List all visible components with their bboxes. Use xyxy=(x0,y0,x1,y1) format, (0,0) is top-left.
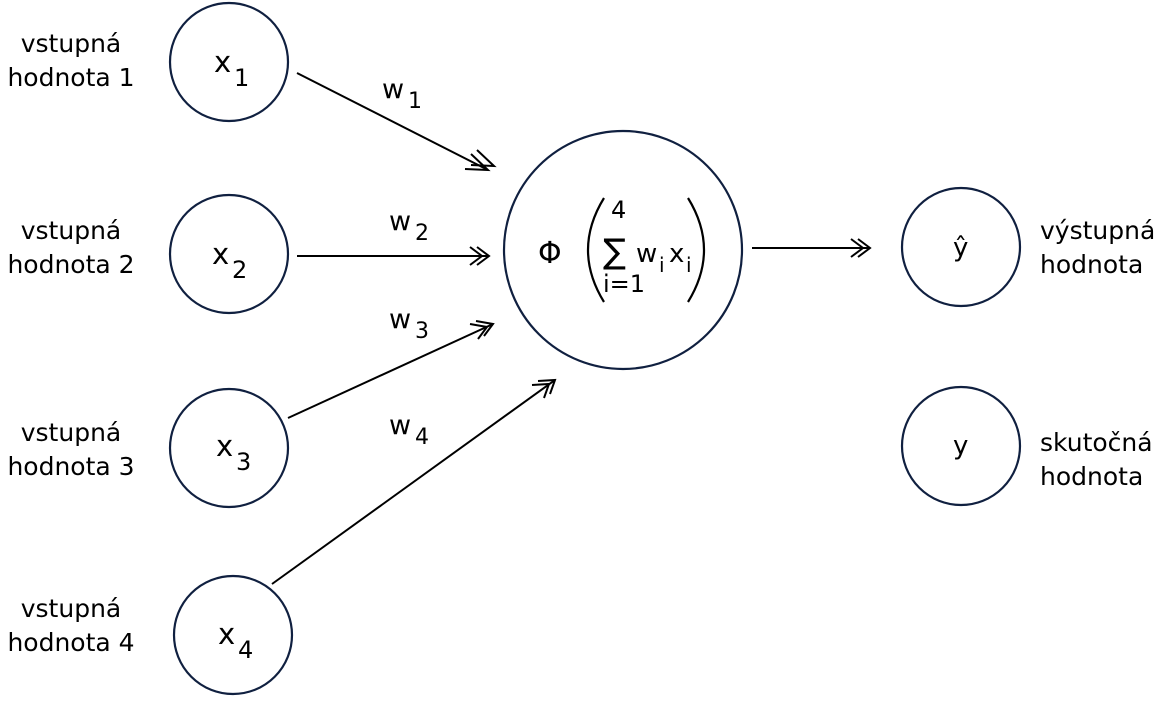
actual-label-line1: skutočná xyxy=(1040,428,1153,457)
arrows xyxy=(271,72,872,585)
input-label-2: vstupná hodnota 2 xyxy=(1,214,141,282)
arrow-1-head xyxy=(464,153,491,172)
weight-1-var: w xyxy=(382,74,404,105)
output-label: výstupná hodnota xyxy=(1040,214,1164,282)
arrow-2-head-2 xyxy=(476,246,491,266)
arrow-out-head xyxy=(850,238,865,258)
input-label-1-line1: vstupná xyxy=(20,29,122,58)
input-node-3-var: x xyxy=(216,429,233,463)
left-paren xyxy=(587,197,605,303)
input-node-2-var: x xyxy=(212,237,229,271)
input-label-4: vstupná hodnota 4 xyxy=(1,592,141,660)
input-node-3-sub: 3 xyxy=(236,448,251,476)
output-label-line2: hodnota xyxy=(1040,250,1144,279)
weight-4-sub: 4 xyxy=(415,425,429,450)
arrow-4-head xyxy=(531,382,551,399)
actual-symbol: y xyxy=(953,431,968,461)
neuron-node: Φ 4 ∑ i=1 w i x i xyxy=(502,129,744,371)
output-node: ŷ xyxy=(900,186,1022,308)
actual-node: y xyxy=(900,385,1022,507)
input-label-3: vstupná hodnota 3 xyxy=(1,416,141,484)
input-label-2-line2: hodnota 2 xyxy=(7,250,135,279)
arrow-1-line xyxy=(296,72,489,171)
input-node-4-var: x xyxy=(218,617,235,651)
arrow-1-head-2 xyxy=(470,149,497,168)
arrow-4-line xyxy=(271,379,556,585)
input-label-4-line1: vstupná xyxy=(20,594,122,623)
arrow-out-head-2 xyxy=(857,238,872,258)
input-label-1-line2: hodnota 1 xyxy=(7,63,135,92)
input-node-4-sub: 4 xyxy=(238,636,253,664)
output-label-line1: výstupná xyxy=(1040,216,1156,245)
output-symbol: ŷ xyxy=(953,233,968,263)
input-label-2-line1: vstupná xyxy=(20,216,122,245)
sum-lower-limit: i=1 xyxy=(603,270,645,298)
arrow-2-head xyxy=(469,246,484,266)
weight-3-var: w xyxy=(389,304,411,335)
sum-symbol: ∑ xyxy=(603,232,626,272)
actual-label: skutočná hodnota xyxy=(1040,426,1164,494)
actual-label-line2: hodnota xyxy=(1040,462,1144,491)
input-label-4-line2: hodnota 4 xyxy=(7,628,135,657)
input-node-4: x 4 xyxy=(172,574,294,696)
weight-labels: w 1 w 2 w 3 w 4 xyxy=(382,74,429,450)
arrow-4-head-2 xyxy=(537,378,557,395)
arrow-3-line xyxy=(287,323,494,419)
input-node-2: x 2 xyxy=(168,193,290,315)
term-w: w xyxy=(636,239,657,269)
sum-upper-limit: 4 xyxy=(611,196,626,224)
input-node-2-sub: 2 xyxy=(232,256,247,284)
weight-4-var: w xyxy=(389,410,411,441)
input-label-3-line2: hodnota 3 xyxy=(7,452,135,481)
arrow-3-head xyxy=(469,323,489,340)
arrow-3-head-2 xyxy=(475,320,495,337)
input-node-1-var: x xyxy=(214,45,231,79)
input-node-1-sub: 1 xyxy=(234,64,249,92)
input-node-3: x 3 xyxy=(168,387,290,509)
input-label-3-line1: vstupná xyxy=(20,418,122,447)
term-x-sub: i xyxy=(686,253,692,277)
term-w-sub: i xyxy=(659,253,665,277)
input-label-1: vstupná hodnota 1 xyxy=(1,27,141,95)
weight-3-sub: 3 xyxy=(415,319,429,344)
term-x: x xyxy=(669,239,684,269)
weight-2-sub: 2 xyxy=(415,221,429,246)
phi-symbol: Φ xyxy=(538,236,562,271)
input-node-1: x 1 xyxy=(168,1,290,123)
weight-2-var: w xyxy=(389,206,411,237)
weight-1-sub: 1 xyxy=(408,89,422,114)
right-paren xyxy=(687,197,705,303)
